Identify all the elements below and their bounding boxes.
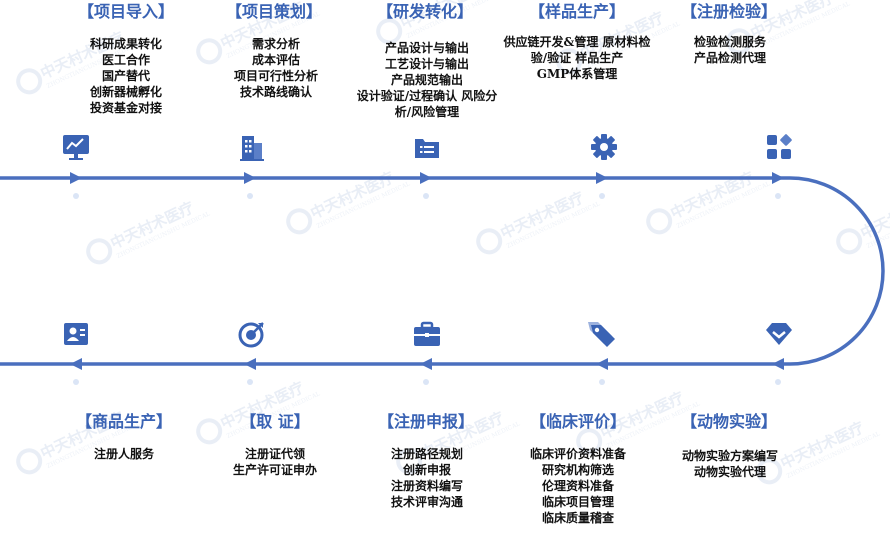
building-icon [240,136,264,161]
stage-item: 伦理资料准备 [541,479,614,493]
stage-title: 【注册申报】 [377,412,474,431]
briefcase-icon [414,321,440,346]
stage-title: 【项目策划】 [225,2,322,21]
target-icon [238,322,264,348]
stage-item: GMP体系管理 [536,67,618,81]
stage-item: 注册路径规划 [390,447,463,461]
stage-item: 注册人服务 [93,447,154,461]
flow-arrow-left [70,358,82,370]
stage-item: 生产许可证申办 [232,463,317,477]
stage-item: 动物实验方案编写 [681,449,778,463]
stage-item: 设计验证/过程确认 风险分析/风险管理 [356,89,498,119]
stage-items: 供应链开发&管理 原材料检验/验证 样品生产 GMP体系管理 [502,34,652,82]
stage-item: 技术评审沟通 [390,495,463,509]
stage-item: 创新申报 [402,463,451,477]
stage-item: 产品规范输出 [390,73,463,87]
stage-item: 投资基金对接 [89,101,162,115]
node-dot [247,193,253,199]
stage-items: 需求分析 成本评估 项目可行性分析 技术路线确认 [196,36,356,100]
stage-items: 科研成果转化 医工合作 国产替代 创新器械孵化 投资基金对接 [46,36,206,116]
flow-arrow-left [244,358,256,370]
stage-item: 产品设计与输出 [384,41,469,55]
stage-items: 临床评价资料准备 研究机构筛选 伦理资料准备 临床项目管理 临床质量稽查 [498,446,658,526]
stage-items: 注册人服务 [44,446,204,462]
node-dot [247,379,253,385]
node-dot [775,379,781,385]
id-card-icon [64,323,88,345]
stage-item: 科研成果转化 [89,37,162,51]
flow-arrow-left [772,358,784,370]
flow-arrow-right [420,172,432,184]
shield-check-icon [766,323,792,345]
stage-title: 【样品生产】 [528,2,625,21]
flow-arrow-right [772,172,784,184]
stage-title: 【研发转化】 [376,2,473,21]
stage-item: 技术路线确认 [239,85,312,99]
stage-item: 动物实验代理 [693,465,766,479]
stage-title: 【注册检验】 [680,2,777,21]
stage-item: 医工合作 [101,53,150,67]
tag-icon [588,322,615,347]
stage-title: 【临床评价】 [529,412,626,431]
stage-items: 动物实验方案编写 动物实验代理 [650,448,810,480]
node-dot [423,379,429,385]
stage-title: 【项目导入】 [77,2,174,21]
folder-list-icon [415,139,439,158]
stage-item: 注册资料编写 [390,479,463,493]
flow-arrow-left [420,358,432,370]
flow-arrow-right [596,172,608,184]
node-dot [73,379,79,385]
stage-title: 【商品生产】 [75,412,172,431]
stage-item: 产品检测代理 [693,51,766,65]
chart-monitor-icon [63,135,89,160]
stage-item: 工艺设计与输出 [384,57,469,71]
stage-item: 研究机构筛选 [541,463,614,477]
stage-item: 临床项目管理 [541,495,614,509]
stage-item: 成本评估 [251,53,300,67]
node-dot [73,193,79,199]
node-dot [423,193,429,199]
stage-title: 【取 证】 [240,412,310,431]
stage-item: 临床评价资料准备 [529,447,626,461]
stage-items: 检验检测服务 产品检测代理 [650,34,810,66]
apps-grid-icon [767,134,792,159]
flow-arrow-right [244,172,256,184]
node-dot [599,193,605,199]
node-dot [599,379,605,385]
stage-items: 注册证代领 生产许可证申办 [195,446,355,478]
stage-items: 注册路径规划 创新申报 注册资料编写 技术评审沟通 [347,446,507,510]
stage-item: 需求分析 [251,37,300,51]
stage-item: 项目可行性分析 [233,69,318,83]
stage-item: 创新器械孵化 [89,85,162,99]
stage-item: 国产替代 [101,69,150,83]
stage-items: 产品设计与输出 工艺设计与输出 产品规范输出 设计验证/过程确认 风险分析/风险… [347,40,507,120]
gear-icon [591,134,617,160]
stage-item: 供应链开发&管理 原材料检验/验证 样品生产 [503,35,651,65]
stage-item: 注册证代领 [244,447,305,461]
flow-arrow-left [596,358,608,370]
stage-item: 临床质量稽查 [541,511,614,525]
node-dot [775,193,781,199]
flow-arrow-right [70,172,82,184]
stage-title: 【动物实验】 [680,412,777,431]
stage-item: 检验检测服务 [693,35,766,49]
